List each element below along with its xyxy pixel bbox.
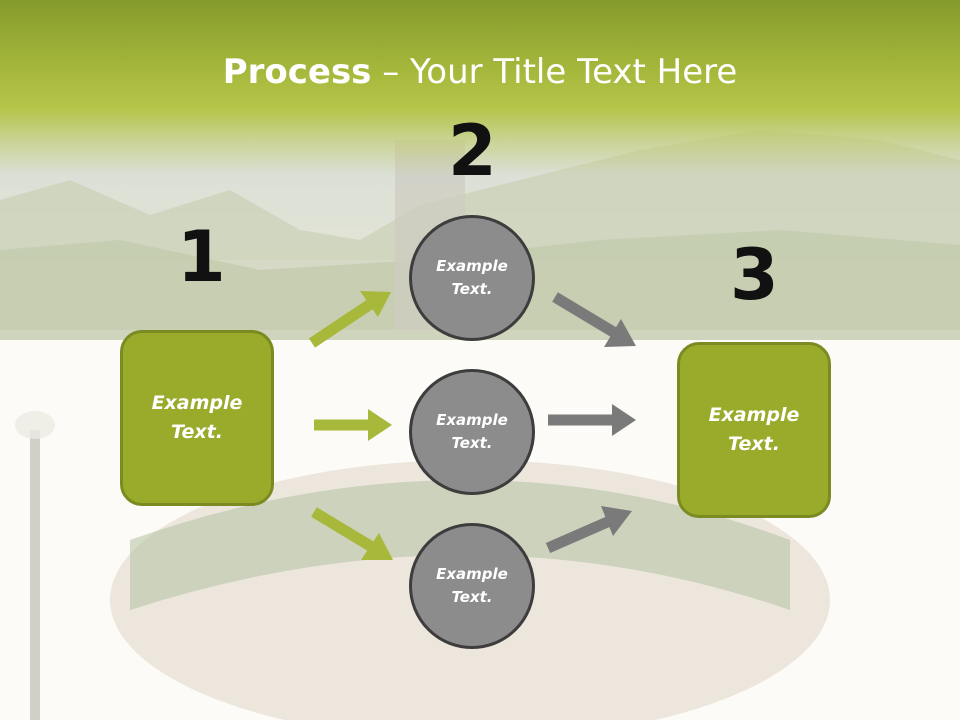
circle-bottom: Example Text. (409, 523, 535, 649)
title-band (0, 0, 960, 175)
example-box-left: Example Text. (120, 330, 274, 506)
step-number-1: 1 (177, 216, 226, 298)
arrow-left-to-bottom (311, 507, 393, 560)
step-number-2: 2 (448, 110, 497, 192)
circle-middle-text: Example Text. (436, 411, 508, 452)
example-box-right: Example Text. (677, 342, 831, 518)
circle-middle: Example Text. (409, 369, 535, 495)
arrow-middle-to-right (548, 404, 636, 436)
circle-top: Example Text. (409, 215, 535, 341)
title-bold: Process (222, 52, 372, 92)
circle-bottom-text: Example Text. (436, 565, 508, 606)
arrow-bottom-to-right (545, 506, 632, 554)
arrow-left-to-top (308, 291, 391, 348)
arrow-top-to-right (552, 292, 636, 347)
slide-title: Process – Your Title Text Here (0, 52, 960, 92)
step-number-3: 3 (730, 234, 779, 316)
example-box-left-text: Example Text. (151, 392, 243, 443)
title-rest: – Your Title Text Here (371, 52, 738, 92)
arrow-left-to-middle (314, 409, 392, 441)
circle-top-text: Example Text. (436, 257, 508, 298)
example-box-right-text: Example Text. (708, 404, 800, 455)
